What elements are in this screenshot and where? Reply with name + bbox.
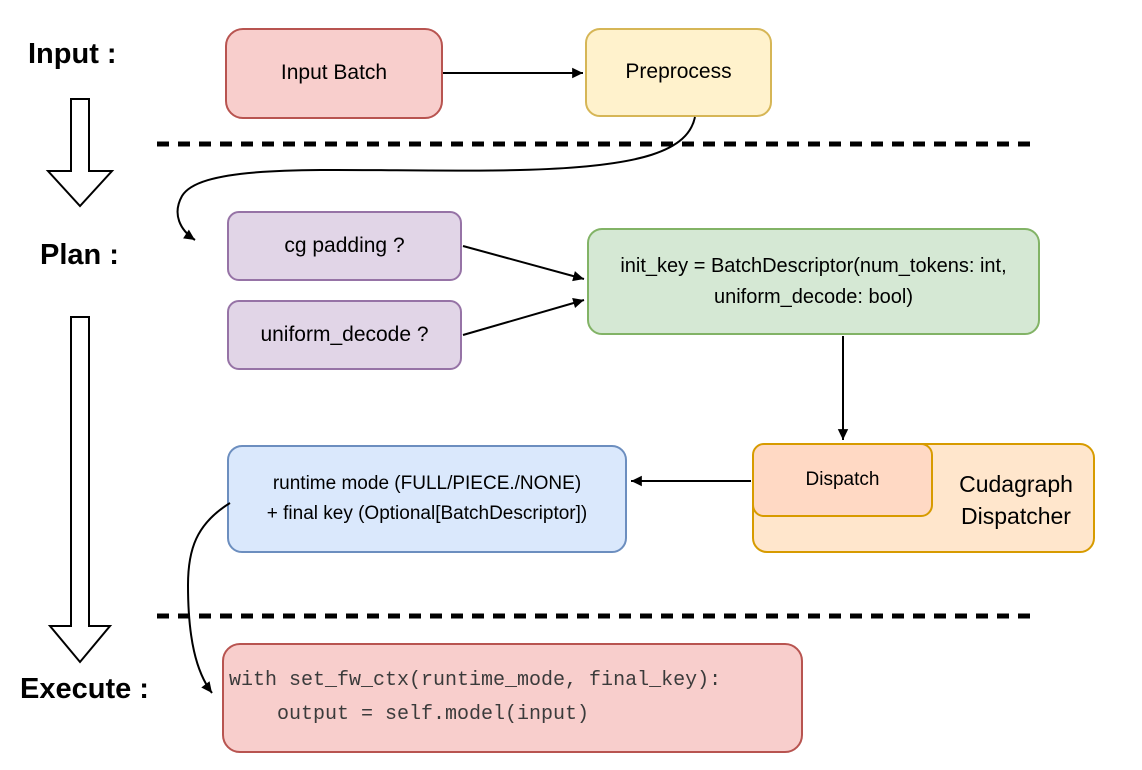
- node-preprocess: Preprocess: [585, 28, 772, 117]
- node-dispatch: Dispatch: [752, 443, 933, 517]
- arrow-uniform-decode-to-init-key: [462, 298, 585, 336]
- node-init-key-line1: init_key = BatchDescriptor(num_tokens: i…: [620, 254, 1007, 277]
- stage-label-execute: Execute :: [20, 673, 149, 705]
- node-preprocess-label: Preprocess: [625, 60, 732, 84]
- node-init-key: init_key = BatchDescriptor(num_tokens: i…: [587, 228, 1040, 335]
- execute-code-line2: output = self.model(input): [229, 703, 590, 726]
- node-runtime-mode-line1: runtime mode (FULL/PIECE./NONE): [272, 473, 582, 494]
- node-cg-padding-label: cg padding ?: [284, 233, 405, 257]
- stage-label-plan: Plan :: [40, 239, 119, 271]
- node-input-batch-label: Input Batch: [280, 61, 388, 85]
- stage-arrow-input-to-plan-icon: [45, 98, 115, 208]
- node-cg-padding: cg padding ?: [227, 211, 462, 281]
- arrow-cg-padding-to-init-key: [462, 245, 585, 282]
- stage-label-input: Input :: [28, 38, 117, 70]
- execute-code-line1: with set_fw_ctx(runtime_mode, final_key)…: [229, 669, 722, 692]
- node-cudagraph-dispatcher-line2: Dispatcher: [961, 503, 1071, 529]
- node-input-batch: Input Batch: [225, 28, 443, 119]
- node-uniform-decode-label: uniform_decode ?: [260, 322, 429, 346]
- node-dispatch-label: Dispatch: [805, 469, 880, 491]
- node-cudagraph-dispatcher-line1: Cudagraph: [959, 471, 1073, 497]
- node-runtime-mode: runtime mode (FULL/PIECE./NONE) + final …: [227, 445, 627, 553]
- node-cudagraph-dispatcher-label: Cudagraph Dispatcher: [935, 445, 1097, 555]
- stage-arrow-plan-to-execute-icon: [47, 316, 113, 664]
- node-init-key-line2: uniform_decode: bool): [713, 285, 913, 308]
- node-runtime-mode-line2: + final key (Optional[BatchDescriptor]): [266, 503, 588, 524]
- node-uniform-decode: uniform_decode ?: [227, 300, 462, 370]
- node-execute-code: with set_fw_ctx(runtime_mode, final_key)…: [222, 643, 803, 753]
